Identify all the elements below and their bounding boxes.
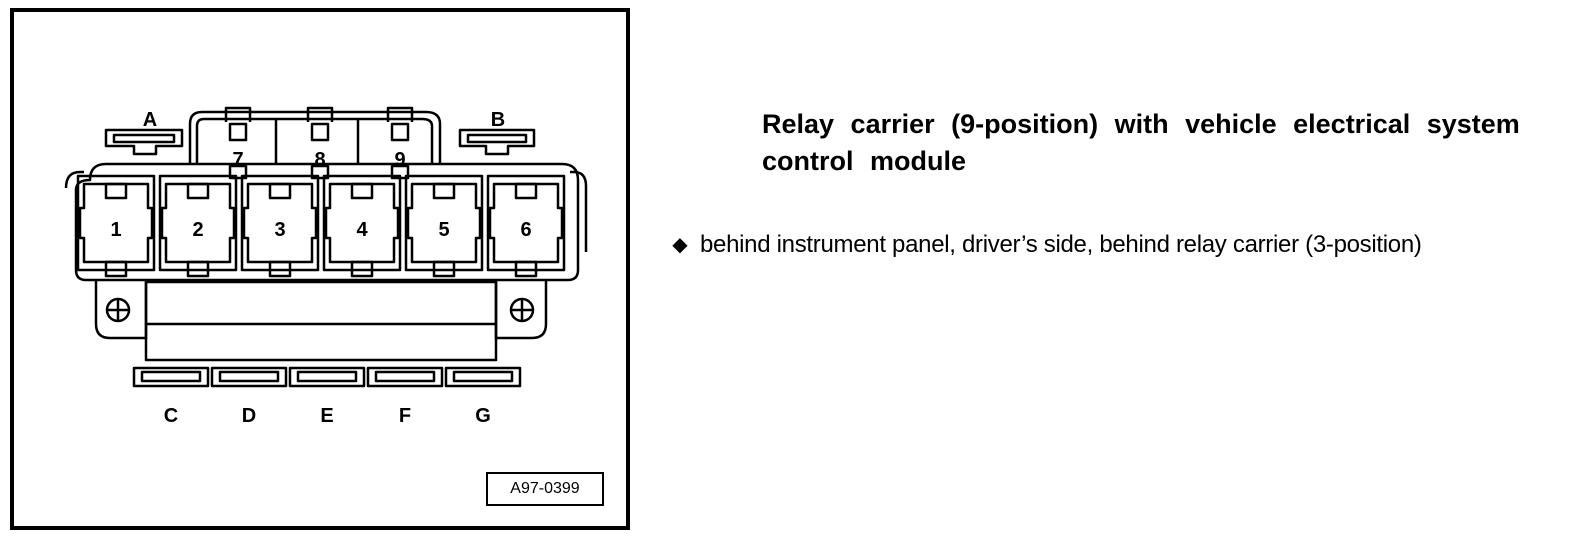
relay-label-8: 8 — [314, 149, 325, 171]
module-base — [144, 280, 498, 362]
label-a: A — [143, 109, 157, 131]
label-f: F — [399, 405, 411, 427]
relay-label-1: 1 — [110, 219, 121, 241]
connector-tab-b — [458, 128, 536, 156]
relay-socket-2 — [158, 174, 238, 278]
relay-socket-1 — [76, 174, 156, 278]
page-title: Relay carrier (9-position) with vehicle … — [762, 109, 1520, 176]
left-mounting-ear — [94, 280, 148, 340]
main-body-outline — [64, 162, 588, 282]
relay-socket-6 — [486, 174, 566, 278]
relay-label-5: 5 — [438, 219, 449, 241]
diamond-bullet-icon: ◆ — [672, 234, 688, 256]
label-d: D — [242, 405, 256, 427]
relay-socket-3 — [240, 174, 320, 278]
connector-tab-d — [210, 366, 288, 388]
bullet-text: behind instrument panel, driver’s side, … — [700, 231, 1422, 258]
right-mounting-ear — [494, 280, 548, 340]
relay-carrier-diagram: A B 7 8 9 1 2 3 4 5 6C D E F G — [64, 106, 588, 427]
relay-socket-4 — [322, 174, 402, 278]
connector-tab-a — [104, 128, 184, 156]
connector-tab-g — [444, 366, 522, 388]
relay-socket-5 — [404, 174, 484, 278]
relay-socket-8 — [306, 106, 334, 180]
relay-label-9: 9 — [394, 149, 405, 171]
relay-label-7: 7 — [232, 149, 243, 171]
label-g: G — [475, 405, 491, 427]
connector-tab-f — [366, 366, 444, 388]
label-e: E — [320, 405, 333, 427]
connector-tab-c — [132, 366, 210, 388]
figure-id-label: A97-0399 — [486, 472, 604, 506]
relay-label-4: 4 — [356, 219, 368, 241]
label-b: B — [491, 109, 505, 131]
relay-label-2: 2 — [192, 219, 203, 241]
upper-relay-housing — [188, 110, 442, 164]
relay-socket-7 — [224, 106, 252, 180]
connector-tab-e — [288, 366, 366, 388]
label-c: C — [164, 405, 178, 427]
relay-label-6: 6 — [520, 219, 531, 241]
relay-label-3: 3 — [274, 219, 285, 241]
